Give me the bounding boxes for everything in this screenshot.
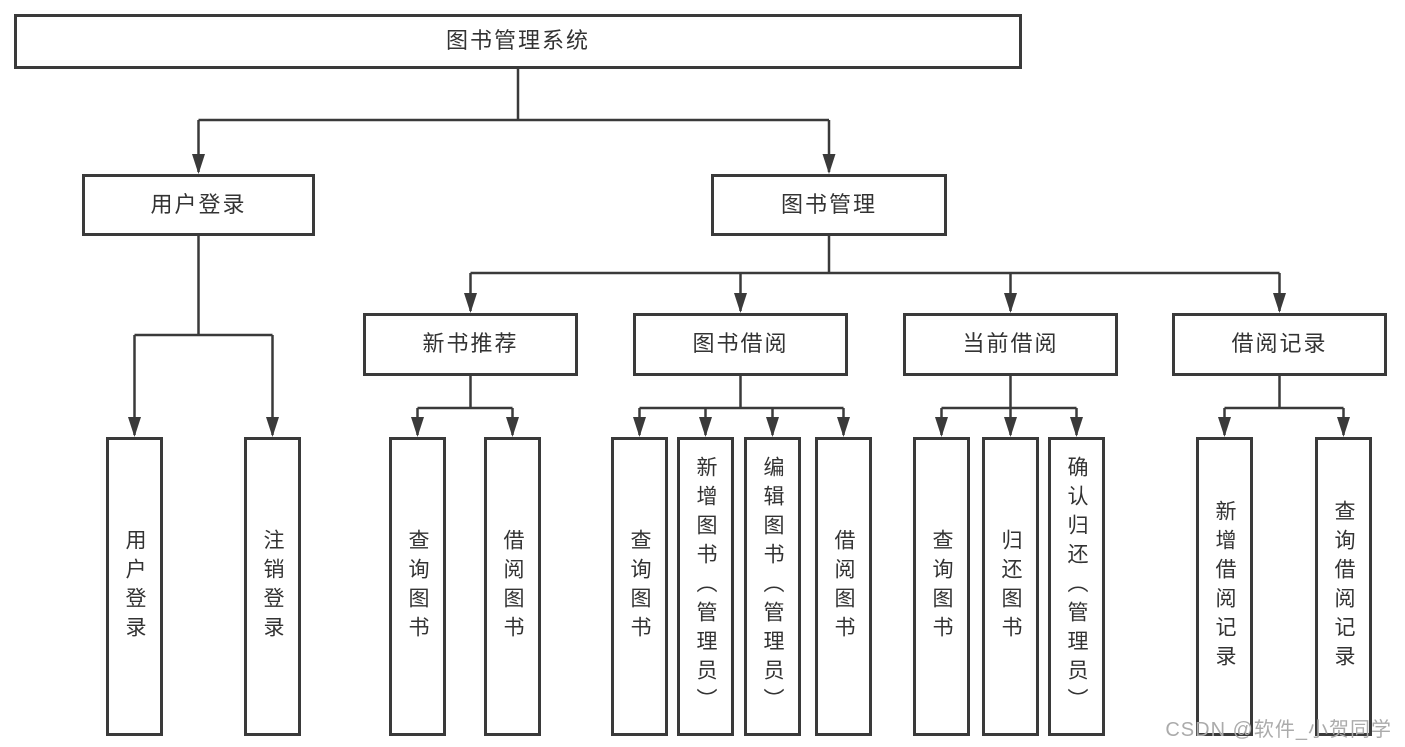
leaf-bb-edit-book-admin: 编辑图书（管理员） xyxy=(744,437,801,736)
csdn-watermark: CSDN @软件_小贺同学 xyxy=(1165,719,1392,741)
leaf-user-login: 用户登录 xyxy=(106,437,163,736)
leaf-bb-query-books: 查询图书 xyxy=(611,437,668,736)
leaf-br-query-record: 查询借阅记录 xyxy=(1315,437,1372,736)
leaf-nb-query-books: 查询图书 xyxy=(389,437,446,736)
leaf-nb-borrow-books: 借阅图书 xyxy=(484,437,541,736)
node-new-book-recommendation: 新书推荐 xyxy=(363,313,578,376)
leaf-cb-return-books: 归还图书 xyxy=(982,437,1039,736)
leaf-logout: 注销登录 xyxy=(244,437,301,736)
node-book-borrowing: 图书借阅 xyxy=(633,313,848,376)
node-current-borrowing: 当前借阅 xyxy=(903,313,1118,376)
leaf-bb-borrow-books: 借阅图书 xyxy=(815,437,872,736)
leaf-bb-add-book-admin: 新增图书（管理员） xyxy=(677,437,734,736)
leaf-br-add-record: 新增借阅记录 xyxy=(1196,437,1253,736)
node-book-management: 图书管理 xyxy=(711,174,947,236)
node-borrowing-records: 借阅记录 xyxy=(1172,313,1387,376)
node-library-management-system: 图书管理系统 xyxy=(14,14,1022,69)
leaf-cb-query-books: 查询图书 xyxy=(913,437,970,736)
node-user-login: 用户登录 xyxy=(82,174,315,236)
leaf-cb-confirm-return-admin: 确认归还（管理员） xyxy=(1048,437,1105,736)
